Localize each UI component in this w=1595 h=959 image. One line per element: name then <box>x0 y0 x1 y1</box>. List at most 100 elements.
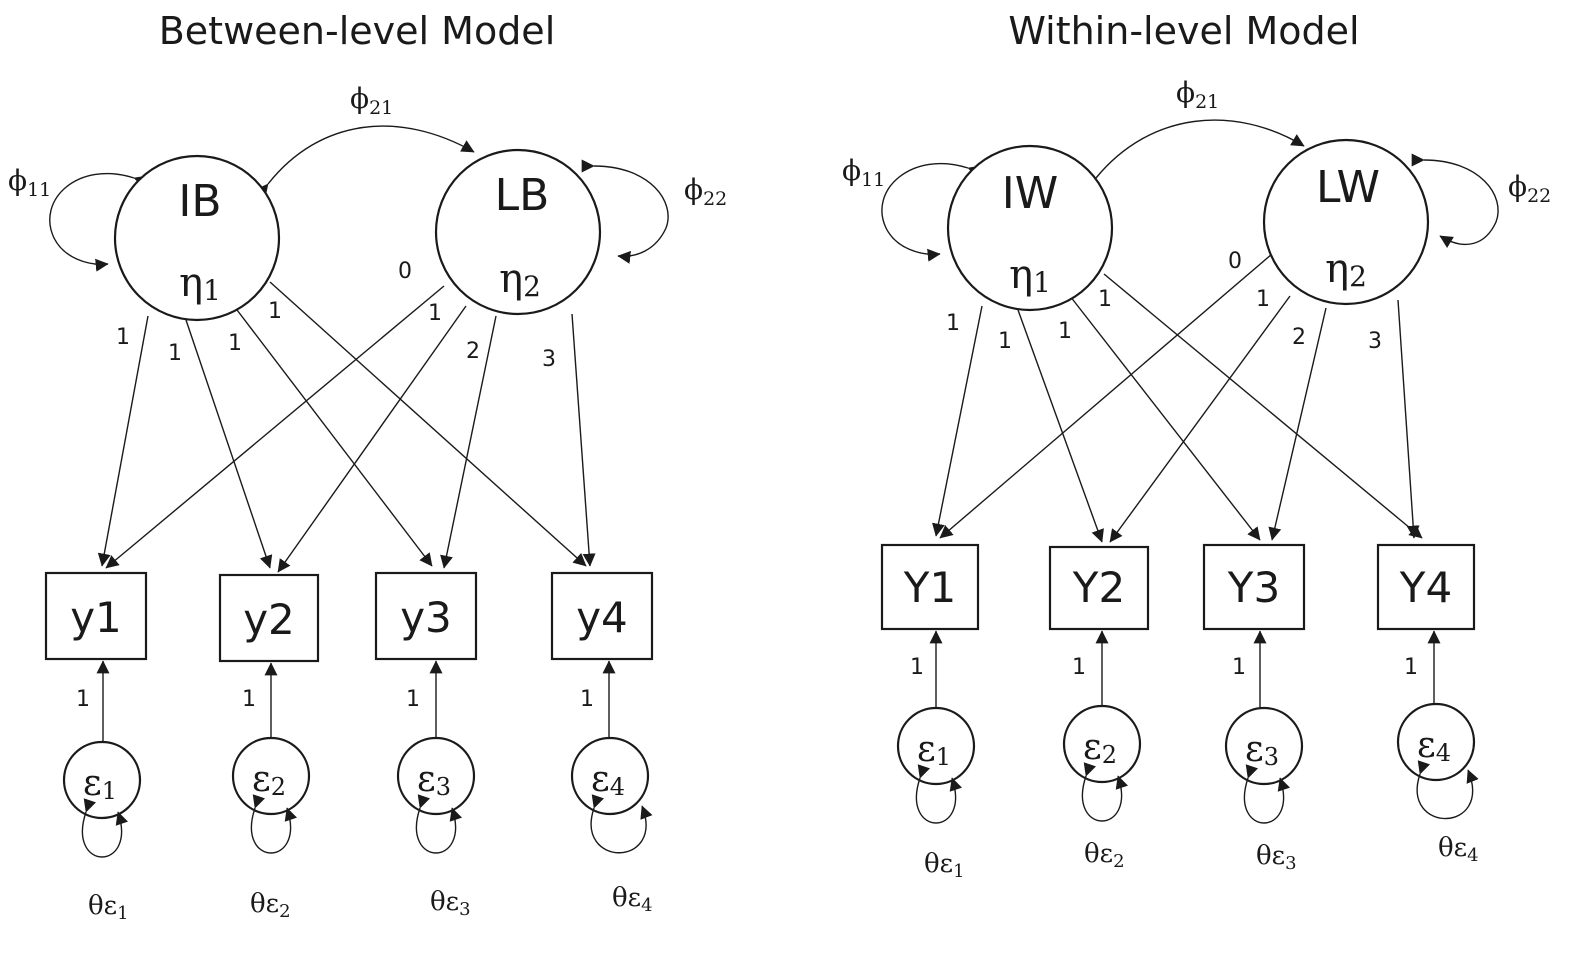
svg-text:Y4: Y4 <box>1399 563 1452 612</box>
svg-text:y1: y1 <box>70 593 122 642</box>
loading-arrow-ib-y1 <box>97 315 149 567</box>
covariance-arrow-phi21 <box>1083 119 1305 192</box>
error-node-e1: ε1 <box>62 740 142 820</box>
loading-label: 1 <box>1098 287 1112 312</box>
error-variance-loop <box>415 794 463 854</box>
loading-arrow-lb-y3 <box>440 315 497 569</box>
latent-name: IB <box>178 176 221 227</box>
error-variance-loop <box>1416 760 1479 820</box>
error-loading-label: 1 <box>910 655 924 680</box>
loading-arrow-iw-y2 <box>1017 309 1104 543</box>
theta-label: θε1 <box>924 849 965 882</box>
panel-title: Between-level Model <box>159 9 556 53</box>
theta-label: θε2 <box>1084 839 1125 872</box>
indicator-box-Y1: Y1 <box>880 543 980 631</box>
panel-title: Within-level Model <box>1008 9 1359 53</box>
latent-symbol: η1 <box>179 260 221 307</box>
loading-arrow-lw-y4 <box>1397 299 1420 539</box>
error-variance-loop <box>1081 762 1129 822</box>
svg-text:ε4: ε4 <box>591 759 625 801</box>
latent-node-ib: IB η1 <box>113 154 281 322</box>
indicator-box-y2: y2 <box>218 573 320 663</box>
theta-label: θε4 <box>1438 833 1479 866</box>
indicator-box-Y4: Y4 <box>1376 543 1476 631</box>
loading-arrow-ib-y3 <box>233 305 433 567</box>
loading-label: 1 <box>946 311 960 336</box>
loading-arrow-lb-y1 <box>105 285 445 569</box>
phi21-label: ϕ21 <box>1176 76 1219 113</box>
loading-label: 1 <box>1256 287 1270 312</box>
indicator-box-y4: y4 <box>550 571 654 661</box>
error-variance-loop <box>81 798 129 858</box>
covariance-arrow-phi21 <box>255 125 475 198</box>
loading-arrow-lb-y4 <box>571 313 596 567</box>
svg-text:ε2: ε2 <box>1083 727 1117 769</box>
latent-symbol: η2 <box>1325 246 1367 293</box>
indicator-box-Y2: Y2 <box>1048 545 1150 631</box>
latent-name: IW <box>1002 168 1058 219</box>
loading-label: 1 <box>1058 319 1072 344</box>
svg-text:y4: y4 <box>576 593 628 642</box>
theta-label: θε4 <box>612 883 653 916</box>
indicator-box-Y3: Y3 <box>1202 543 1306 631</box>
loading-arrow-iw-y4 <box>1103 273 1423 539</box>
error-variance-loop <box>250 794 298 854</box>
error-node-e4: ε4 <box>1396 702 1476 782</box>
loading-label: 0 <box>1228 249 1242 274</box>
loading-arrow-ib-y2 <box>185 319 273 569</box>
variance-loop-phi11 <box>49 172 148 272</box>
error-node-e1: ε1 <box>896 706 976 786</box>
svg-text:ε2: ε2 <box>252 759 286 801</box>
error-loading-label: 1 <box>406 687 420 712</box>
loading-arrow-ib-y4 <box>269 281 587 567</box>
error-node-e2: ε2 <box>1062 704 1142 784</box>
svg-text:ε1: ε1 <box>83 763 117 805</box>
error-node-e4: ε4 <box>570 736 650 816</box>
indicator-box-y3: y3 <box>374 571 478 661</box>
loading-label: 3 <box>1368 329 1382 354</box>
error-loading-label: 1 <box>242 687 256 712</box>
latent-node-lb: LB η2 <box>434 148 602 316</box>
latent-symbol: η1 <box>1009 252 1051 299</box>
latent-node-iw: IW η1 <box>946 144 1114 312</box>
svg-text:ε3: ε3 <box>1245 729 1279 771</box>
loading-label: 3 <box>542 347 556 372</box>
variance-loop-phi11 <box>881 162 982 262</box>
svg-text:ε4: ε4 <box>1417 725 1451 767</box>
loading-label: 1 <box>228 331 242 356</box>
phi22-label: ϕ22 <box>684 173 727 210</box>
loading-arrow-iw-y1 <box>932 305 983 537</box>
theta-label: θε1 <box>88 891 129 924</box>
error-loading-label: 1 <box>1404 655 1418 680</box>
indicator-box-y1: y1 <box>44 571 148 661</box>
phi22-label: ϕ22 <box>1508 170 1551 207</box>
svg-text:ε3: ε3 <box>417 759 451 801</box>
error-node-e3: ε3 <box>1224 706 1304 786</box>
svg-text:Y3: Y3 <box>1227 563 1280 612</box>
error-node-e3: ε3 <box>396 736 476 816</box>
loading-label: 1 <box>116 325 130 350</box>
error-variance-loop <box>915 764 963 824</box>
error-variance-loop <box>1243 764 1291 824</box>
loading-label: 2 <box>1292 325 1306 350</box>
loading-label: 0 <box>398 259 412 284</box>
variance-loop-phi22 <box>581 159 669 264</box>
within-level-panel: Within-level Model ϕ21 ϕ11 ϕ22 1 1 1 1 0… <box>842 9 1551 882</box>
error-loading-label: 1 <box>1232 655 1246 680</box>
phi21-label: ϕ21 <box>350 82 393 119</box>
loading-label: 1 <box>168 341 182 366</box>
svg-text:Y1: Y1 <box>903 563 956 612</box>
latent-name: LW <box>1316 162 1380 213</box>
error-loading-label: 1 <box>1072 655 1086 680</box>
loading-label: 1 <box>428 301 442 326</box>
loading-label: 1 <box>998 329 1012 354</box>
between-level-panel: Between-level Model ϕ21 ϕ11 ϕ22 1 1 1 1 … <box>8 9 727 924</box>
svg-text:y3: y3 <box>400 593 452 642</box>
theta-label: θε2 <box>250 889 291 922</box>
loading-label: 2 <box>466 339 480 364</box>
svg-text:Y2: Y2 <box>1072 563 1125 612</box>
loading-arrow-lb-y2 <box>277 305 467 573</box>
loading-arrow-lw-y1 <box>939 253 1273 539</box>
loading-arrow-iw-y3 <box>1069 295 1261 541</box>
loading-arrow-lw-y3 <box>1268 307 1327 541</box>
